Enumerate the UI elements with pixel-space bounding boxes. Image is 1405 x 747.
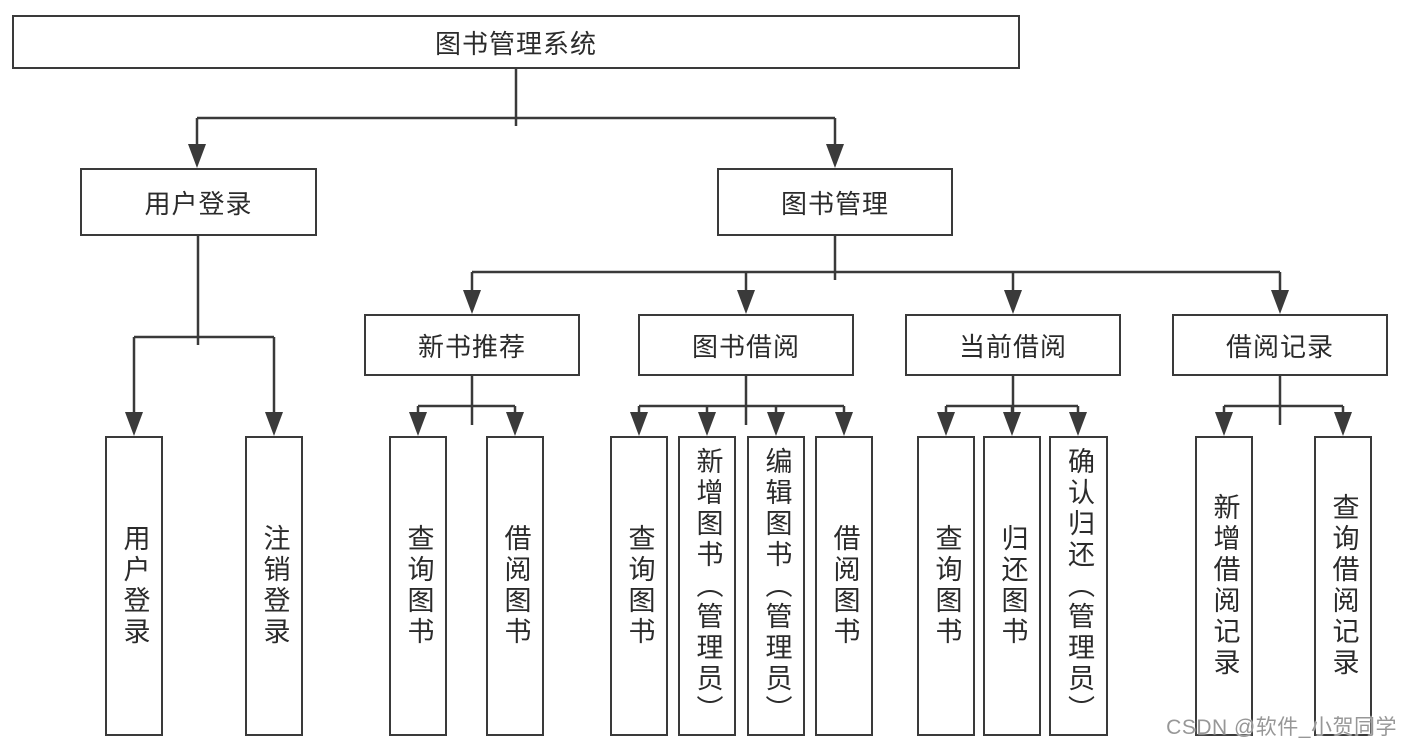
csdn-watermark: CSDN @软件_小贺同学 [1166, 716, 1397, 739]
connector-root [195, 69, 837, 147]
leaf-confirm-return-admin-label: 确认归还（管理员） [1064, 446, 1094, 726]
leaf-user-login-label: 用户登录 [119, 524, 150, 648]
node-book-management: 图书管理 [717, 168, 953, 236]
node-current-borrow: 当前借阅 [905, 314, 1121, 376]
leaf-query-book-borrow: 查询图书 [610, 436, 668, 736]
leaf-query-borrow-record-label: 查询借阅记录 [1328, 493, 1359, 679]
leaf-add-borrow-record: 新增借阅记录 [1195, 436, 1253, 736]
leaf-edit-book-admin-label: 编辑图书（管理员） [761, 446, 792, 726]
connector-new-book [416, 376, 517, 425]
leaf-return-book-label: 归还图书 [997, 524, 1028, 648]
leaf-query-book-recommend-label: 查询图书 [403, 524, 434, 648]
node-root: 图书管理系统 [12, 15, 1020, 69]
connector-user-login [132, 236, 276, 415]
leaf-add-book-admin-label: 新增图书（管理员） [692, 446, 723, 726]
leaf-logout-label: 注销登录 [259, 524, 290, 648]
leaf-user-login: 用户登录 [105, 436, 163, 736]
node-new-book-recommend: 新书推荐 [364, 314, 580, 376]
node-user-login-label: 用户登录 [144, 188, 253, 219]
node-new-book-recommend-label: 新书推荐 [417, 331, 526, 362]
leaf-add-borrow-record-label: 新增借阅记录 [1209, 493, 1240, 679]
connector-book-management [470, 236, 1282, 293]
node-user-login: 用户登录 [80, 168, 317, 236]
node-book-borrow-label: 图书借阅 [691, 331, 800, 362]
node-book-borrow: 图书借阅 [638, 314, 854, 376]
leaf-borrow-book-recommend: 借阅图书 [486, 436, 544, 736]
leaf-query-book-recommend: 查询图书 [389, 436, 447, 736]
leaf-confirm-return-admin: 确认归还（管理员） [1049, 436, 1108, 736]
connector-borrow-record [1222, 376, 1345, 425]
leaf-borrow-book-label: 借阅图书 [829, 524, 860, 648]
leaf-logout: 注销登录 [245, 436, 303, 736]
leaf-borrow-book: 借阅图书 [815, 436, 873, 736]
leaf-query-book-borrow-label: 查询图书 [624, 524, 655, 648]
connector-book-borrow [637, 376, 846, 425]
leaf-query-book-current: 查询图书 [917, 436, 975, 736]
leaf-return-book: 归还图书 [983, 436, 1041, 736]
leaf-edit-book-admin: 编辑图书（管理员） [747, 436, 805, 736]
leaf-query-book-current-label: 查询图书 [931, 524, 962, 648]
leaf-query-borrow-record: 查询借阅记录 [1314, 436, 1372, 736]
node-root-label: 图书管理系统 [434, 28, 597, 59]
node-borrow-record: 借阅记录 [1172, 314, 1388, 376]
node-current-borrow-label: 当前借阅 [958, 331, 1067, 362]
node-book-management-label: 图书管理 [780, 188, 889, 219]
leaf-add-book-admin: 新增图书（管理员） [678, 436, 736, 736]
node-borrow-record-label: 借阅记录 [1225, 331, 1334, 362]
leaf-borrow-book-recommend-label: 借阅图书 [500, 524, 531, 648]
connector-current-borrow [944, 376, 1080, 425]
